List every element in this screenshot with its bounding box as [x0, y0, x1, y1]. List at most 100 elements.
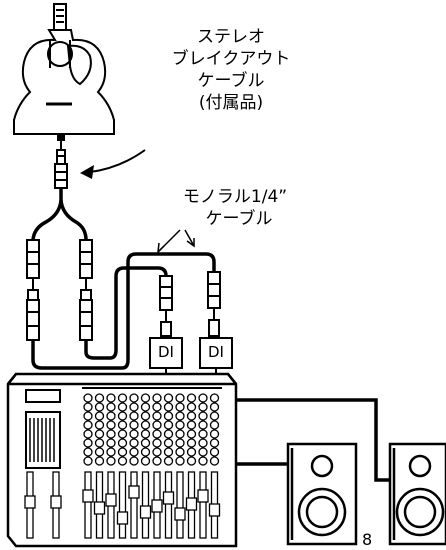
breakout-cable	[31, 188, 88, 241]
knob	[129, 438, 139, 448]
fader-cap	[82, 489, 94, 503]
knob	[209, 411, 220, 421]
speaker-icon	[388, 442, 446, 546]
knob	[209, 393, 220, 403]
knob	[94, 402, 105, 412]
breakout-cable-label: ステレオ ブレイクアウト ケーブル (付属品)	[146, 26, 316, 114]
knob	[83, 393, 93, 403]
knob	[117, 402, 128, 412]
knob	[198, 447, 208, 457]
fader-cap	[128, 485, 140, 499]
knob	[106, 429, 116, 439]
arrow-icon	[80, 149, 146, 179]
mono-cable	[31, 252, 216, 370]
knob	[129, 447, 139, 457]
fader-cap	[24, 495, 36, 509]
knob	[186, 420, 197, 430]
knob	[163, 456, 174, 466]
knob	[106, 393, 116, 403]
knob	[140, 420, 151, 430]
mixer-knobs	[83, 393, 220, 466]
acoustic-guitar-icon	[13, 3, 115, 141]
knob	[117, 411, 128, 421]
knob	[163, 402, 174, 412]
knob	[209, 438, 220, 448]
knob	[129, 456, 139, 466]
mono-cable-label: モノラル1/4” ケーブル	[160, 186, 310, 230]
fader-slot	[199, 471, 207, 539]
knob	[83, 438, 93, 448]
knob	[186, 393, 197, 403]
knob	[186, 429, 197, 439]
knob	[140, 393, 151, 403]
knob	[198, 438, 208, 448]
fader-slot	[118, 471, 127, 539]
knob	[140, 411, 151, 421]
knob	[94, 393, 105, 403]
fader-cap	[116, 511, 129, 525]
knob	[163, 429, 174, 439]
mixer-faders	[24, 471, 221, 539]
fader-cap	[174, 507, 186, 521]
knob	[140, 456, 151, 466]
knob	[140, 429, 151, 439]
label-pointer	[157, 229, 195, 255]
knob	[117, 447, 128, 457]
jack-plug-icon	[159, 271, 221, 337]
knob	[117, 420, 128, 430]
knob	[186, 438, 197, 448]
fader-cap	[208, 503, 221, 517]
knob	[175, 438, 185, 448]
jack-plug-icon	[26, 289, 93, 341]
knob	[140, 402, 151, 412]
knob	[209, 420, 220, 430]
fader-slot	[176, 471, 184, 539]
knob	[163, 438, 174, 448]
knob	[83, 429, 93, 439]
knob	[140, 438, 151, 448]
knob	[94, 438, 105, 448]
breakout-label-line-3: ケーブル	[197, 71, 265, 91]
knob	[106, 447, 116, 457]
knob	[175, 411, 185, 421]
knob	[175, 420, 185, 430]
knob	[175, 393, 185, 403]
knob	[186, 402, 197, 412]
fader-cap	[50, 495, 62, 509]
knob	[198, 402, 208, 412]
knob	[117, 429, 128, 439]
knob	[209, 447, 220, 457]
knob	[209, 402, 220, 412]
knob	[83, 447, 93, 457]
fader-cap	[151, 499, 163, 513]
knob	[163, 420, 174, 430]
di-left-label: DI	[158, 343, 174, 361]
knob	[175, 402, 185, 412]
knob	[186, 411, 197, 421]
knob	[129, 402, 139, 412]
speaker-icon	[286, 442, 358, 546]
jack-plug-icon	[54, 140, 68, 189]
mixer-meter	[29, 418, 55, 462]
knob	[106, 420, 116, 430]
knob	[175, 447, 185, 457]
fader-cap	[105, 493, 117, 507]
knob	[175, 429, 185, 439]
knob	[117, 456, 128, 466]
knob	[163, 393, 174, 403]
fader-cap	[162, 491, 175, 505]
fader-slot	[130, 471, 138, 539]
page-number: 8	[362, 530, 373, 549]
knob	[198, 420, 208, 430]
knob	[94, 456, 105, 466]
knob	[83, 402, 93, 412]
knob	[129, 393, 139, 403]
fader-slot	[84, 471, 92, 539]
knob	[163, 411, 174, 421]
knob	[186, 456, 197, 466]
knob	[198, 393, 208, 403]
knob	[83, 420, 93, 430]
fader-cap	[139, 505, 152, 519]
knob	[94, 420, 105, 430]
knob	[117, 393, 128, 403]
